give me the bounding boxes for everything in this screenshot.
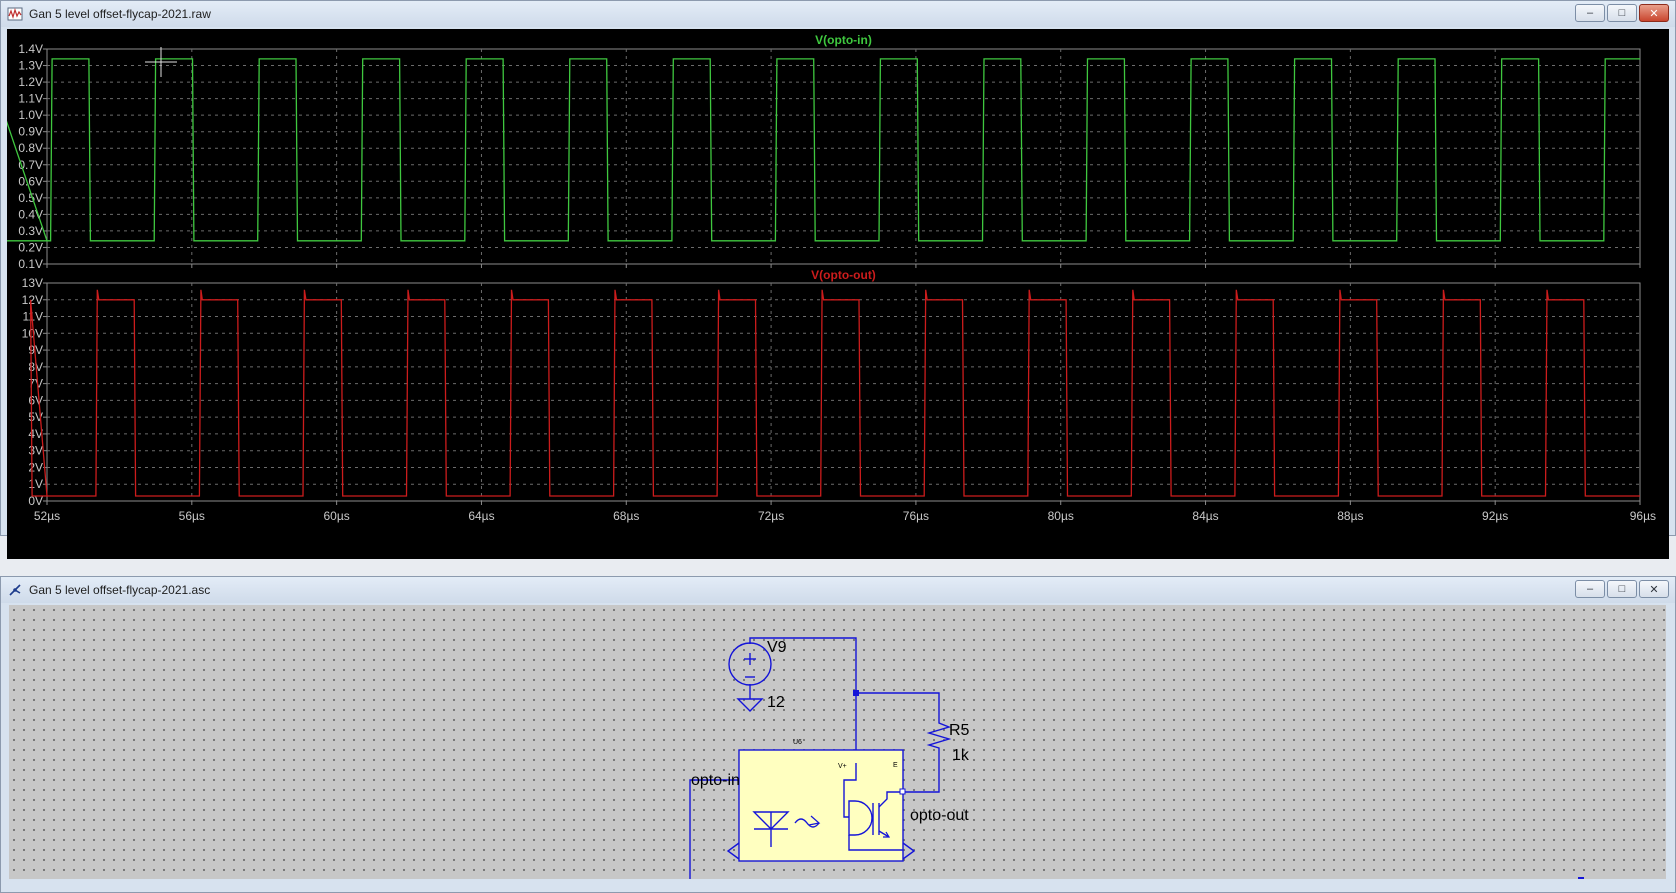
x-tick-label: 92µs xyxy=(1482,509,1508,523)
plot-pane-frame[interactable] xyxy=(46,48,1641,265)
wire-stub xyxy=(1578,877,1584,879)
wire-supply-to-resistor[interactable] xyxy=(856,692,940,717)
y-tick-label: 6V xyxy=(28,393,43,407)
waveform-window[interactable]: Gan 5 level offset-flycap-2021.raw – □ ✕… xyxy=(0,0,1676,559)
y-tick-label: 3V xyxy=(28,444,43,458)
opto-pin-vplus-label: V+ xyxy=(838,763,847,770)
schematic-editor-icon xyxy=(9,584,21,596)
y-tick-label: 1.1V xyxy=(18,92,43,106)
optocoupler-u6[interactable] xyxy=(726,749,916,862)
resistor-value-label[interactable]: 1k xyxy=(952,747,970,764)
y-tick-label: 13V xyxy=(22,276,43,290)
y-tick-label: 0V xyxy=(28,494,43,508)
net-label-opto-in[interactable]: opto-in xyxy=(691,772,740,789)
trace-title-opto-in[interactable]: V(opto-in) xyxy=(815,33,872,47)
x-tick-label: 72µs xyxy=(758,509,784,523)
x-tick-label: 88µs xyxy=(1337,509,1363,523)
waveform-titlebar[interactable]: Gan 5 level offset-flycap-2021.raw – □ ✕ xyxy=(1,1,1675,27)
y-tick-label: 0.5V xyxy=(18,191,43,205)
x-tick-label: 60µs xyxy=(324,509,350,523)
opto-pin-e-label: E xyxy=(893,762,898,769)
schematic-titlebar[interactable]: Gan 5 level offset-flycap-2021.asc – □ ✕ xyxy=(1,577,1675,603)
x-tick-label: 80µs xyxy=(1048,509,1074,523)
y-tick-label: 0.8V xyxy=(18,141,43,155)
schematic-drawing[interactable]: V9 12 R5 1k xyxy=(9,605,1666,879)
close-button[interactable]: ✕ xyxy=(1639,580,1669,598)
source-value-label[interactable]: 12 xyxy=(767,694,785,711)
net-label-opto-out[interactable]: opto-out xyxy=(910,807,969,824)
resistor-name-label[interactable]: R5 xyxy=(949,722,970,739)
y-tick-label: 7V xyxy=(28,377,43,391)
x-tick-label: 84µs xyxy=(1192,509,1218,523)
y-tick-label: 0.6V xyxy=(18,174,43,188)
x-tick-label: 64µs xyxy=(468,509,494,523)
minimize-button[interactable]: – xyxy=(1575,4,1605,22)
trace-title-opto-out[interactable]: V(opto-out) xyxy=(811,268,876,282)
y-tick-label: 11V xyxy=(23,310,43,324)
wire-junction xyxy=(853,690,859,696)
y-tick-label: 1.2V xyxy=(18,75,43,89)
waveform-viewer-icon xyxy=(7,7,23,21)
optocoupler-ref-label: U6 xyxy=(793,739,802,746)
y-tick-label: 2V xyxy=(28,460,43,474)
source-name-label[interactable]: V9 xyxy=(767,639,787,656)
maximize-button[interactable]: □ xyxy=(1607,580,1637,598)
x-tick-label: 68µs xyxy=(613,509,639,523)
voltage-source-v9[interactable] xyxy=(728,642,772,686)
trace-opto-out[interactable] xyxy=(29,289,1640,497)
y-tick-label: 0.2V xyxy=(18,240,43,254)
x-tick-label: 76µs xyxy=(903,509,929,523)
plot-pane-frame[interactable] xyxy=(46,282,1641,502)
waveform-window-title: Gan 5 level offset-flycap-2021.raw xyxy=(29,7,211,21)
ground-icon xyxy=(736,698,764,712)
y-tick-label: 0.3V xyxy=(18,224,43,238)
wire-source-top[interactable] xyxy=(749,637,857,693)
y-tick-label: 1.0V xyxy=(18,108,43,122)
minimize-button[interactable]: – xyxy=(1575,580,1605,598)
maximize-button[interactable]: □ xyxy=(1607,4,1637,22)
y-tick-label: 0.7V xyxy=(18,158,43,172)
wire-resistor-to-collector[interactable] xyxy=(903,751,940,793)
schematic-window-title: Gan 5 level offset-flycap-2021.asc xyxy=(29,583,211,597)
y-tick-label: 0.1V xyxy=(18,257,43,271)
y-tick-label: 0.9V xyxy=(18,125,43,139)
x-tick-label: 96µs xyxy=(1630,509,1656,523)
schematic-window[interactable]: Gan 5 level offset-flycap-2021.asc – □ ✕ xyxy=(0,576,1676,893)
y-tick-label: 1.3V xyxy=(18,59,43,73)
y-tick-label: 1.4V xyxy=(18,42,43,56)
y-tick-label: 9V xyxy=(28,343,43,357)
waveform-plot[interactable]: 1.4V 1.3V 1.2V 1.1V 1.0V 0.9V 0.8V 0.7V 0.6V 0.5V… xyxy=(0,29,1669,559)
schematic-canvas[interactable]: V9 12 R5 1k xyxy=(9,605,1666,879)
close-button[interactable]: ✕ xyxy=(1639,4,1669,22)
trace-opto-in[interactable] xyxy=(0,58,1640,242)
x-tick-label: 52µs xyxy=(34,509,60,523)
y-tick-label: 1V xyxy=(28,477,43,491)
waveform-plot-area[interactable]: 1.4V 1.3V 1.2V 1.1V 1.0V 0.9V 0.8V 0.7V 0.6V 0.5V… xyxy=(0,29,1669,559)
x-tick-label: 56µs xyxy=(179,509,205,523)
y-tick-label: 10V xyxy=(22,326,43,340)
y-tick-label: 12V xyxy=(22,293,43,307)
resistor-r5[interactable] xyxy=(926,717,952,751)
